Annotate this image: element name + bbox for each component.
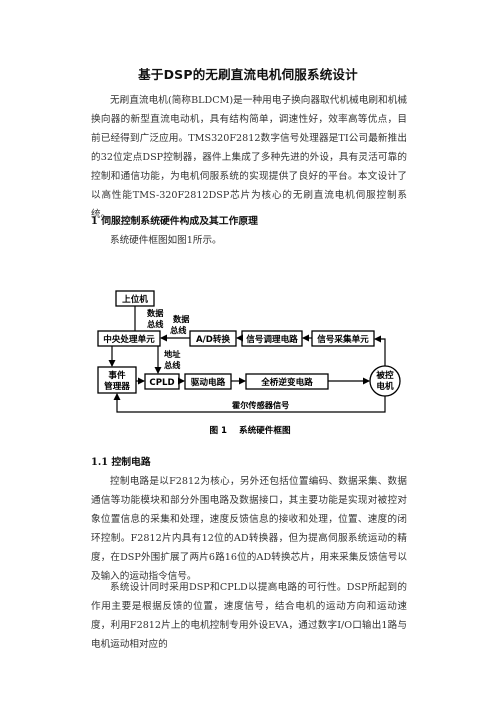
block-motor: 被控 电机 (369, 365, 401, 397)
label-hall-signal: 霍尔传感器信号 (232, 400, 289, 410)
link-hall-feedback (113, 393, 386, 413)
label-addr-bus-a: 地址 (164, 349, 181, 359)
block-cpu-label: 中央处理单元 (103, 333, 155, 345)
block-host: 上位机 (115, 290, 155, 307)
section-heading-1: 1 伺服控制系统硬件构成及其工作原理 (91, 216, 258, 227)
block-acquisition: 信号采集单元 (311, 330, 375, 347)
block-drive: 驱动电路 (184, 373, 232, 390)
block-drive-label: 驱动电路 (191, 376, 226, 388)
block-motor-label-1: 被控 (376, 369, 394, 381)
block-inverter: 全桥逆变电路 (245, 373, 329, 390)
label-data-bus-2a: 数据 (173, 314, 190, 324)
section-1-text: 系统硬件框图如图1所示。 (110, 235, 222, 246)
label-data-bus-2b: 总线 (170, 325, 187, 335)
block-ad: A/D转换 (189, 330, 237, 347)
block-event-label-1: 事件 (108, 369, 126, 381)
block-event-label-2: 管理器 (104, 380, 130, 392)
control-circuit-paragraph-2: 系统设计同时采用DSP和CPLD以提高电路的可行性。DSP所起到的作用主要是根据… (91, 582, 407, 650)
page-title: 基于DSP的无刷直流电机伺服系统设计 (138, 67, 358, 82)
figure-caption: 图 1 系统硬件框图 (209, 424, 291, 436)
block-event-manager: 事件 管理器 (97, 366, 137, 394)
label-data-bus-1a: 数据 (147, 308, 164, 318)
section-heading-1-1: 1.1 控制电路 (91, 457, 151, 468)
label-data-bus-1b: 总线 (147, 319, 164, 329)
block-conditioning: 信号调理电路 (241, 330, 303, 347)
block-motor-label-2: 电机 (376, 380, 394, 392)
block-acquisition-label: 信号采集单元 (317, 333, 369, 345)
block-host-label: 上位机 (122, 293, 148, 305)
control-circuit-paragraph-1: 控制电路是以F2812为核心，另外还包括位置编码、数据采集、数据通信等功能模块和… (91, 476, 407, 582)
block-cpu: 中央处理单元 (97, 330, 161, 347)
block-cpld: CPLD (144, 373, 180, 390)
label-addr-bus-b: 总线 (164, 360, 181, 370)
block-inverter-label: 全桥逆变电路 (260, 376, 313, 388)
block-ad-label: A/D转换 (196, 333, 231, 345)
block-cpld-label: CPLD (149, 378, 174, 388)
intro-paragraph: 无刷直流电机(简称BLDCM)是一种用电子换向器取代机械电刷和机械换向器的新型直… (91, 95, 407, 220)
block-conditioning-label: 信号调理电路 (246, 333, 298, 345)
link-motor-acq (374, 335, 386, 366)
